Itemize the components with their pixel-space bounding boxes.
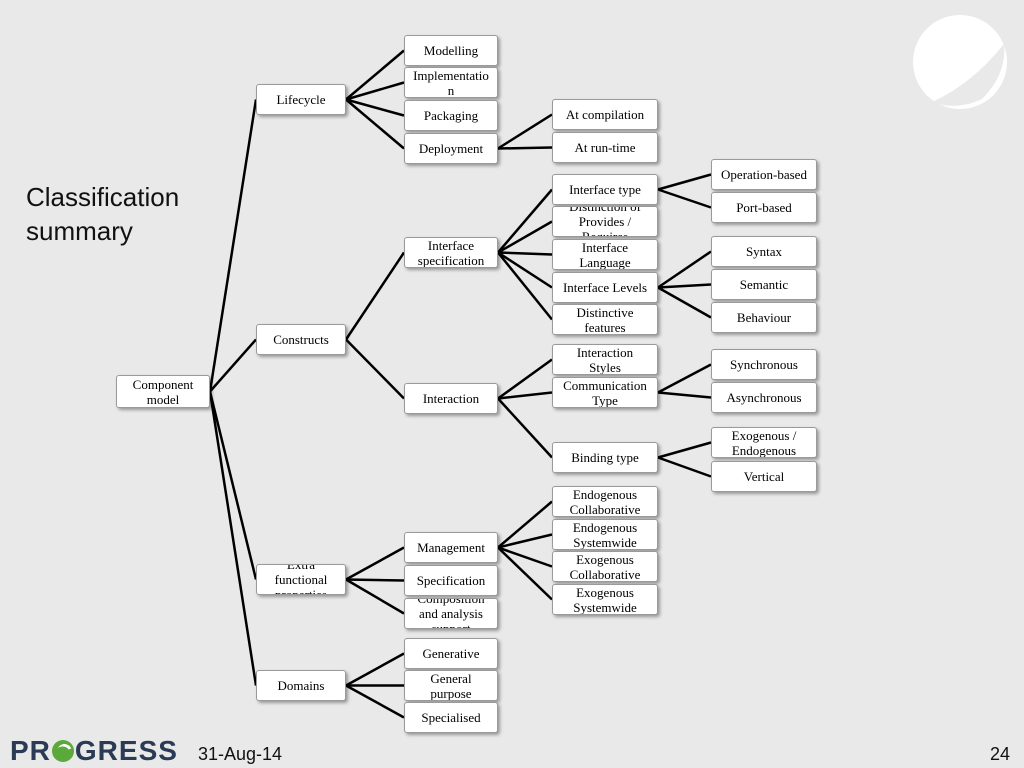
edge-interface-type-to-operation-based — [657, 173, 712, 191]
node-endogenous-systemwide: Endogenous Systemwide — [552, 519, 658, 550]
node-at-compilation: At compilation — [552, 99, 658, 130]
edge-extra-functional-properties-to-management — [345, 546, 405, 581]
edge-management-to-endogenous-collaborative — [497, 500, 553, 549]
footer-date: 31-Aug-14 — [198, 744, 283, 764]
node-implementation: Implementatio n — [404, 67, 498, 98]
edge-management-to-exogenous-collaborative — [497, 546, 553, 568]
edge-interface-type-to-port-based — [657, 188, 712, 209]
node-syntax: Syntax — [711, 236, 817, 267]
node-operation-based: Operation-based — [711, 159, 817, 190]
node-distinctive-features: Distinctive features — [552, 304, 658, 335]
node-lifecycle: Lifecycle — [256, 84, 346, 115]
edge-component-model-to-domains — [208, 391, 258, 686]
node-exogenous-collaborative: Exogenous Collaborative — [552, 551, 658, 582]
edge-extra-functional-properties-to-specification — [345, 578, 405, 582]
node-domains: Domains — [256, 670, 346, 701]
edge-interface-specification-to-interface-levels — [497, 251, 553, 289]
edge-component-model-to-constructs — [209, 338, 257, 393]
edge-interface-specification-to-distinction-provides-requires — [497, 220, 553, 254]
node-distinction-provides-requires: Distinction of Provides / Requires — [552, 206, 658, 237]
edge-domains-to-specialised — [345, 684, 405, 719]
node-extra-functional-properties: Extra functional properties — [256, 564, 346, 595]
edge-lifecycle-to-modelling — [345, 49, 405, 101]
node-management: Management — [404, 532, 498, 563]
node-specification: Specification — [404, 565, 498, 596]
edge-interface-specification-to-distinctive-features — [497, 251, 553, 321]
edge-interaction-to-communication-type — [497, 391, 553, 400]
progress-logo: PR GRESS — [10, 735, 178, 766]
node-component-model: Component model — [116, 375, 210, 408]
node-interface-language: Interface Language — [552, 239, 658, 270]
node-behaviour: Behaviour — [711, 302, 817, 333]
white-circle-swoosh-icon — [913, 15, 1007, 109]
edge-lifecycle-to-packaging — [345, 98, 405, 117]
node-exogenous-endogenous: Exogenous / Endogenous — [711, 427, 817, 458]
logo-text-pr: PR — [10, 735, 51, 766]
edge-binding-type-to-vertical — [657, 456, 712, 478]
edge-extra-functional-properties-to-composition-analysis-support — [345, 578, 405, 615]
slide-title: Classification summary — [26, 182, 180, 246]
node-synchronous: Synchronous — [711, 349, 817, 380]
edge-interaction-to-binding-type — [497, 397, 553, 459]
edge-lifecycle-to-deployment — [345, 98, 405, 150]
node-communication-type: Communication Type — [552, 377, 658, 408]
node-at-run-time: At run-time — [552, 132, 658, 163]
edge-interface-levels-to-behaviour — [657, 286, 712, 319]
node-packaging: Packaging — [404, 100, 498, 131]
edge-communication-type-to-asynchronous — [657, 391, 712, 399]
node-interface-specification: Interface specification — [404, 237, 498, 268]
edge-constructs-to-interaction — [345, 338, 405, 400]
node-deployment: Deployment — [404, 133, 498, 164]
node-semantic: Semantic — [711, 269, 817, 300]
edge-binding-type-to-exogenous-endogenous — [657, 441, 712, 459]
node-vertical: Vertical — [711, 461, 817, 492]
logo-text-gress: GRESS — [74, 735, 178, 766]
node-interaction: Interaction — [404, 383, 498, 414]
edge-component-model-to-extra-functional-properties — [208, 391, 258, 580]
node-asynchronous: Asynchronous — [711, 382, 817, 413]
edge-interface-levels-to-syntax — [657, 250, 712, 289]
edge-interface-levels-to-semantic — [657, 283, 712, 289]
node-binding-type: Binding type — [552, 442, 658, 473]
edge-domains-to-generative — [345, 652, 405, 687]
node-interaction-styles: Interaction Styles — [552, 344, 658, 375]
node-constructs: Constructs — [256, 324, 346, 355]
node-modelling: Modelling — [404, 35, 498, 66]
node-composition-analysis-support: Composition and analysis support — [404, 598, 498, 629]
edge-lifecycle-to-implementation — [345, 81, 405, 101]
edge-communication-type-to-synchronous — [657, 363, 712, 394]
node-interface-levels: Interface Levels — [552, 272, 658, 303]
edge-constructs-to-interface-specification — [344, 251, 406, 341]
edge-component-model-to-lifecycle — [208, 99, 258, 392]
edge-deployment-to-at-compilation — [497, 113, 553, 150]
edge-management-to-exogenous-systemwide — [497, 546, 553, 601]
page-number: 24 — [990, 744, 1011, 764]
edge-interface-specification-to-interface-type — [497, 188, 553, 254]
node-interface-type: Interface type — [552, 174, 658, 205]
edge-deployment-to-at-run-time — [497, 146, 553, 150]
node-specialised: Specialised — [404, 702, 498, 733]
edge-interface-specification-to-interface-language — [497, 251, 553, 256]
node-port-based: Port-based — [711, 192, 817, 223]
node-endogenous-collaborative: Endogenous Collaborative — [552, 486, 658, 517]
node-generative: Generative — [404, 638, 498, 669]
node-general-purpose: General purpose — [404, 670, 498, 701]
node-exogenous-systemwide: Exogenous Systemwide — [552, 584, 658, 615]
edge-management-to-endogenous-systemwide — [497, 533, 553, 549]
progress-logo-icon — [51, 740, 74, 762]
edge-interaction-to-interaction-styles — [497, 358, 553, 400]
